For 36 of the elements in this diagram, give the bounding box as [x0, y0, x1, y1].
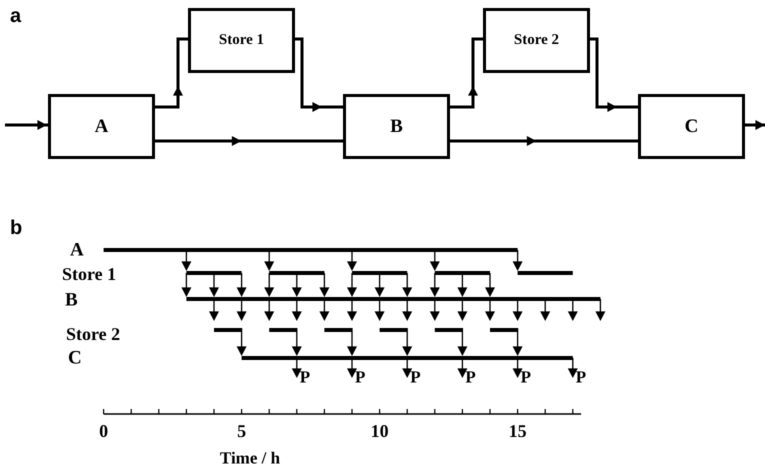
- tick-label: 5: [237, 422, 246, 440]
- process-box: [343, 94, 450, 159]
- arrow: [155, 38, 188, 108]
- process-box: [48, 94, 155, 159]
- event-label: P: [520, 368, 531, 386]
- event-label: P: [465, 368, 476, 386]
- axis-title: Time / h: [220, 450, 280, 466]
- event-label: P: [576, 368, 586, 386]
- tick-label: 15: [508, 422, 527, 440]
- row-label: C: [68, 348, 82, 368]
- arrow: [295, 38, 343, 112]
- row-label: A: [70, 240, 84, 260]
- box-label: Store 1: [218, 32, 264, 49]
- event-label: P: [300, 368, 310, 386]
- arrow: [590, 38, 638, 112]
- panel-letter: a: [10, 6, 22, 26]
- tick-label: 0: [99, 422, 108, 440]
- arrow: [745, 120, 765, 130]
- row-label: Store 1: [62, 265, 116, 283]
- arrow: [450, 38, 483, 108]
- row-label: Store 2: [66, 325, 120, 343]
- process-box: [483, 8, 590, 73]
- box-label: Store 2: [514, 32, 560, 49]
- box-label: C: [684, 116, 698, 138]
- arrow: [155, 136, 343, 146]
- row-label: B: [65, 290, 78, 310]
- process-box: [638, 94, 745, 159]
- box-label: A: [94, 116, 108, 138]
- panel-letter: b: [10, 218, 22, 238]
- process-box: [188, 8, 295, 73]
- arrow: [450, 136, 638, 146]
- event-label: P: [355, 368, 366, 386]
- box-label: B: [390, 116, 403, 138]
- tick-label: 10: [370, 422, 389, 440]
- arrow: [5, 120, 48, 130]
- event-label: P: [410, 368, 421, 386]
